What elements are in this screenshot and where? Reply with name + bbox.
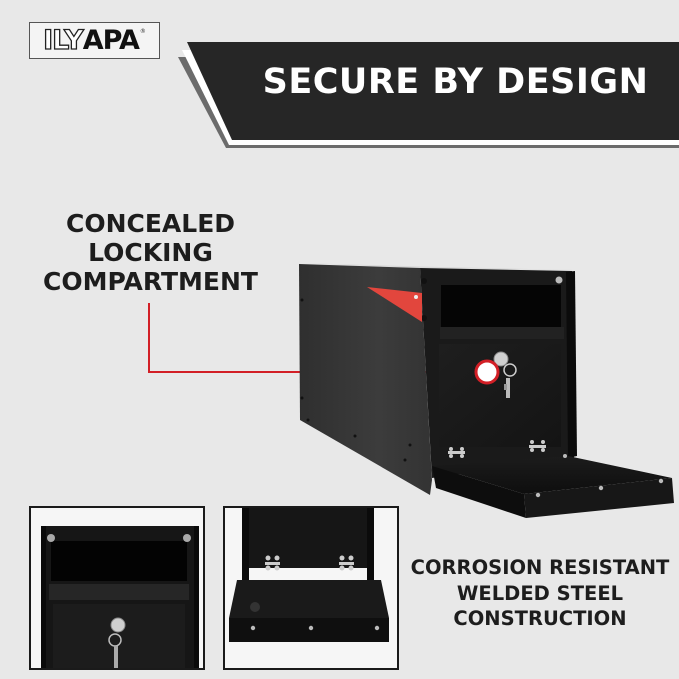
mailbox-main xyxy=(299,263,674,518)
callout-line: LOCKING xyxy=(88,237,213,267)
callout-line: CONSTRUCTION xyxy=(453,607,627,631)
red-flag xyxy=(367,287,422,322)
inset-door-illustration xyxy=(229,508,389,642)
brand-logo: ILY APA ® xyxy=(29,22,160,59)
registered-mark: ® xyxy=(139,28,146,35)
logo-solid-text: APA xyxy=(82,25,140,56)
logo-outline-text: ILY xyxy=(42,25,84,56)
inset-lock-closeup xyxy=(29,506,205,670)
banner-title: SECURE BY DESIGN xyxy=(262,62,649,102)
callout-line: CONCEALED xyxy=(65,209,236,238)
inset-open-door-closeup xyxy=(223,506,399,670)
lock-highlight-marker xyxy=(474,359,500,385)
callout-concealed-locking: CONCEALED LOCKING COMPARTMENT xyxy=(28,209,273,296)
callout-line: COMPARTMENT xyxy=(43,266,258,296)
callout-line: CORROSION RESISTANT xyxy=(410,556,670,579)
inset-lock-illustration xyxy=(41,526,199,668)
callout-corrosion-resistant: CORROSION RESISTANT WELDED STEEL CONSTRU… xyxy=(400,555,679,632)
banner-background xyxy=(187,42,679,140)
callout-line: WELDED STEEL xyxy=(456,581,624,605)
